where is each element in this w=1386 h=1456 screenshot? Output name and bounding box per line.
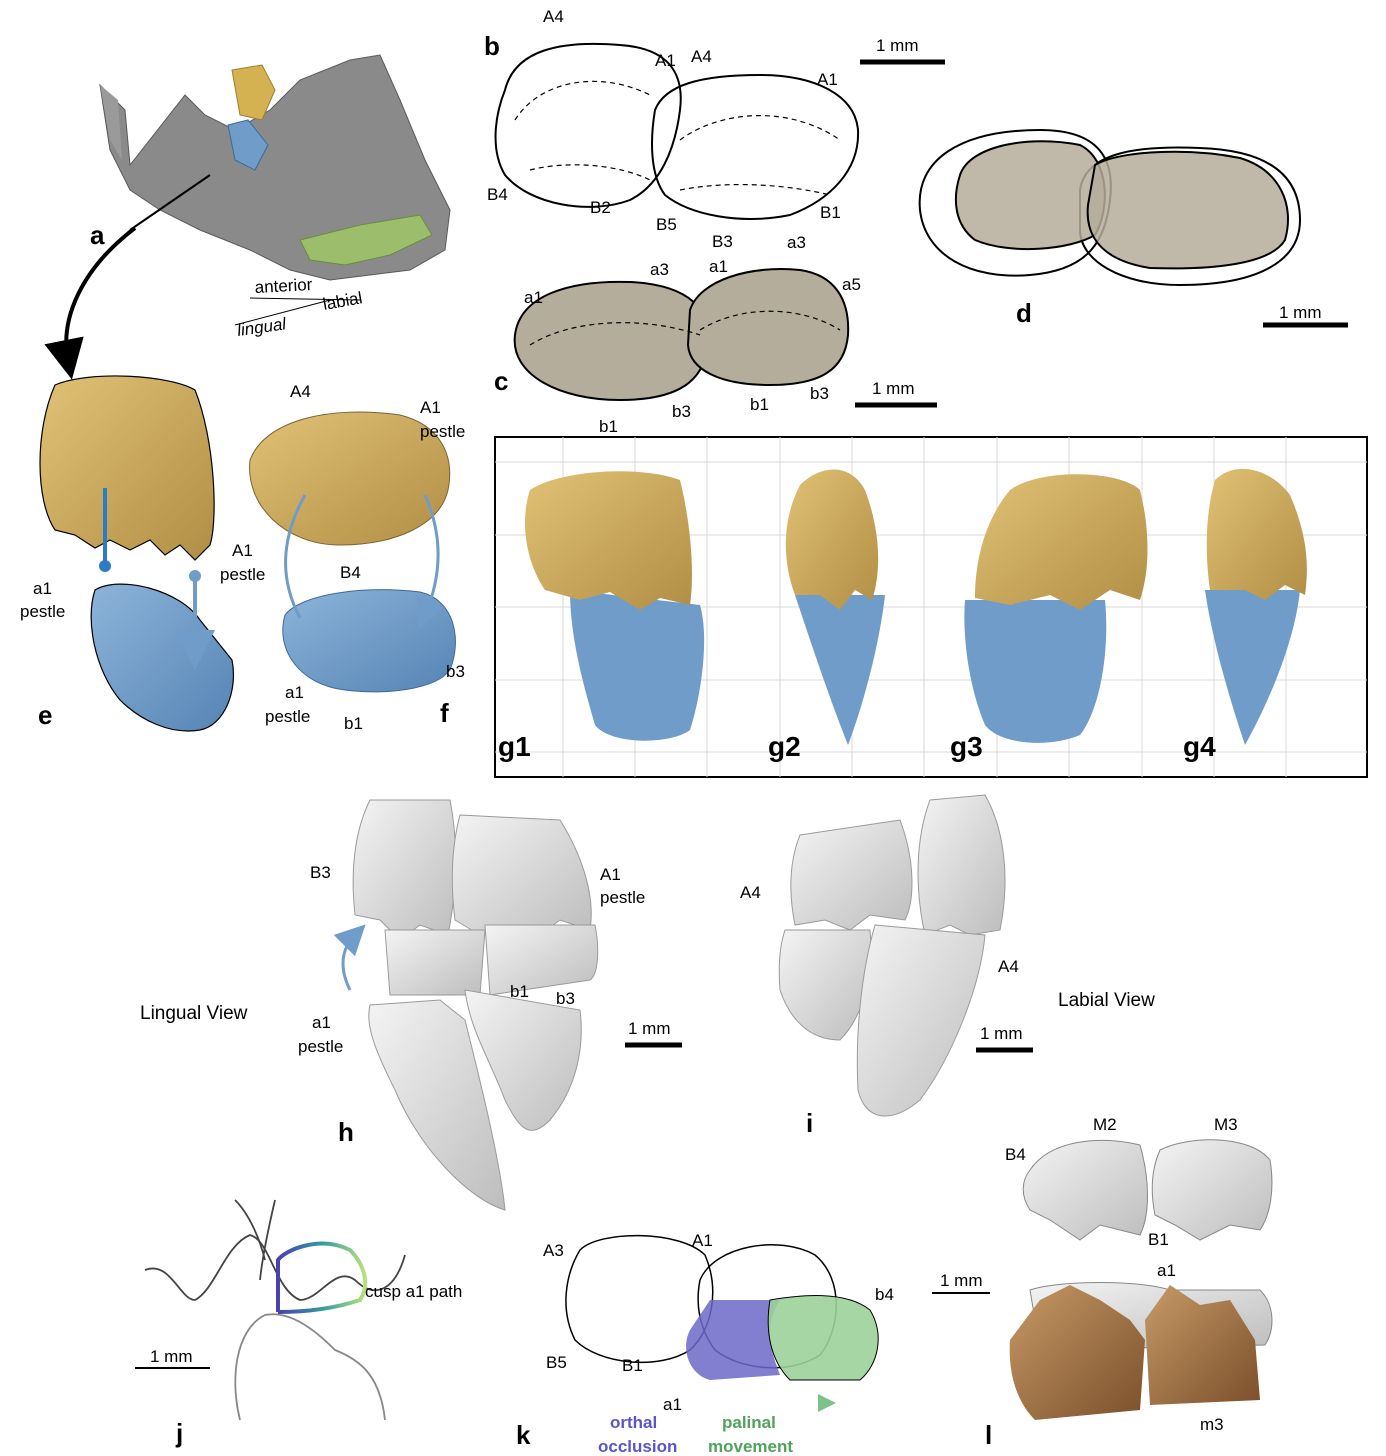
panel-e-a1-pestle: pestle <box>20 602 65 621</box>
panel-l-B1: B1 <box>1148 1230 1169 1249</box>
panel-b-upper-occlusal <box>496 44 859 219</box>
movement-label: movement <box>708 1437 793 1456</box>
svg-text:A1: A1 <box>817 70 838 89</box>
panel-f-A4: A4 <box>290 382 311 401</box>
panel-k-A3: A3 <box>543 1241 564 1260</box>
svg-text:b3: b3 <box>672 402 691 421</box>
panel-label-j: j <box>175 1418 183 1448</box>
panel-label-k: k <box>516 1420 531 1450</box>
panel-label-l: l <box>985 1420 992 1450</box>
panel-label-b: b <box>484 31 500 61</box>
panel-l-m3: m3 <box>1200 1415 1224 1434</box>
upper-tooth-e <box>40 376 214 560</box>
panel-label-e: e <box>38 700 52 730</box>
lingual-view-label: Lingual View <box>140 1003 248 1024</box>
panel-label-h: h <box>338 1117 354 1147</box>
scale-bar-h-label: 1 mm <box>628 1019 671 1038</box>
svg-text:a3: a3 <box>650 260 669 279</box>
labial-label: labial <box>321 288 363 314</box>
orthal-label: orthal <box>610 1413 657 1432</box>
panel-label-i: i <box>806 1108 813 1138</box>
panel-b-cusp-labels: A4 A1 A4 A1 B4 B2 B5 B3 B1 <box>487 7 841 251</box>
svg-text:A1: A1 <box>655 51 676 70</box>
panel-h-A1-pestle: pestle <box>600 888 645 907</box>
svg-text:a5: a5 <box>842 275 861 294</box>
panel-f-a1-pestle: pestle <box>265 707 310 726</box>
svg-text:b1: b1 <box>750 395 769 414</box>
labial-view-label: Labial View <box>1058 990 1155 1011</box>
panel-k-b4: b4 <box>875 1285 894 1304</box>
panel-i-teeth <box>779 795 1005 1116</box>
panel-label-g3: g3 <box>950 731 983 762</box>
panel-f-A1-pestle: pestle <box>420 422 465 441</box>
lingual-label: lingual <box>236 314 289 340</box>
panel-label-a: a <box>90 220 105 250</box>
svg-text:B4: B4 <box>487 185 508 204</box>
panel-f-b3: b3 <box>446 662 465 681</box>
panel-d-overlay <box>920 130 1300 285</box>
orientation-indicator: anterior labial lingual <box>235 275 364 340</box>
svg-text:a3: a3 <box>787 233 806 252</box>
panel-label-g2: g2 <box>768 731 801 762</box>
scale-bar-i-label: 1 mm <box>980 1024 1023 1043</box>
panel-f-A1: A1 <box>420 398 441 417</box>
svg-text:B2: B2 <box>590 198 611 217</box>
panel-label-f: f <box>440 698 449 728</box>
anterior-label: anterior <box>254 275 313 297</box>
panel-k-a1: a1 <box>663 1395 682 1414</box>
panel-f-teeth <box>250 412 456 692</box>
panel-f-B4: B4 <box>340 563 361 582</box>
svg-text:b1: b1 <box>599 417 618 436</box>
occlusion-label: occlusion <box>598 1437 677 1456</box>
panel-k-B1: B1 <box>622 1356 643 1375</box>
panel-h-B3: B3 <box>310 863 331 882</box>
panel-j-cusp-path: cusp a1 path <box>365 1282 462 1301</box>
panel-h-b3: b3 <box>556 989 575 1008</box>
panel-a-skull <box>100 55 450 280</box>
panel-label-g4: g4 <box>1183 731 1216 762</box>
svg-text:a1: a1 <box>709 257 728 276</box>
panel-e-a1: a1 <box>33 579 52 598</box>
panel-i-A4: A4 <box>740 883 761 902</box>
svg-text:B5: B5 <box>656 215 677 234</box>
panel-label-c: c <box>494 366 508 396</box>
panel-e-A1-pestle: pestle <box>220 565 265 584</box>
panel-e-A1: A1 <box>232 541 253 560</box>
panel-h-a1-pestle: pestle <box>298 1037 343 1056</box>
panel-k-B5: B5 <box>546 1353 567 1372</box>
svg-text:a1: a1 <box>524 288 543 307</box>
panel-label-d: d <box>1016 298 1032 328</box>
panel-h-b1: b1 <box>510 982 529 1001</box>
palinal-label: palinal <box>722 1413 776 1432</box>
panel-l-B4: B4 <box>1005 1145 1026 1164</box>
scale-bar-d-label: 1 mm <box>1279 303 1322 322</box>
panel-label-g1: g1 <box>498 731 531 762</box>
scale-bar-j-label: 1 mm <box>150 1347 193 1366</box>
svg-text:b3: b3 <box>810 384 829 403</box>
panel-l-M2: M2 <box>1093 1115 1117 1134</box>
scale-bar-c-label: 1 mm <box>872 379 915 398</box>
svg-text:B3: B3 <box>712 232 733 251</box>
panel-h-a1: a1 <box>312 1013 331 1032</box>
svg-text:A4: A4 <box>543 7 564 26</box>
panel-f-a1: a1 <box>285 683 304 702</box>
scale-bar-l-label: 1 mm <box>940 1271 983 1290</box>
panel-i-A4-labial: A4 <box>998 957 1019 976</box>
panel-l-a1: a1 <box>1157 1261 1176 1280</box>
lower-tooth-e <box>91 584 233 731</box>
svg-text:A4: A4 <box>691 47 712 66</box>
panel-h-A1: A1 <box>600 865 621 884</box>
panel-e-teeth <box>40 376 233 731</box>
panel-k-occlusion <box>566 1236 878 1412</box>
panel-k-A1: A1 <box>692 1231 713 1250</box>
panel-j-path <box>145 1200 405 1420</box>
panel-c-lower-occlusal <box>515 269 849 400</box>
panel-l-teeth <box>1010 1140 1272 1420</box>
panel-f-b1: b1 <box>344 714 363 733</box>
panel-l-M3: M3 <box>1214 1115 1238 1134</box>
scale-bar-b-label: 1 mm <box>876 36 919 55</box>
svg-text:B1: B1 <box>820 203 841 222</box>
